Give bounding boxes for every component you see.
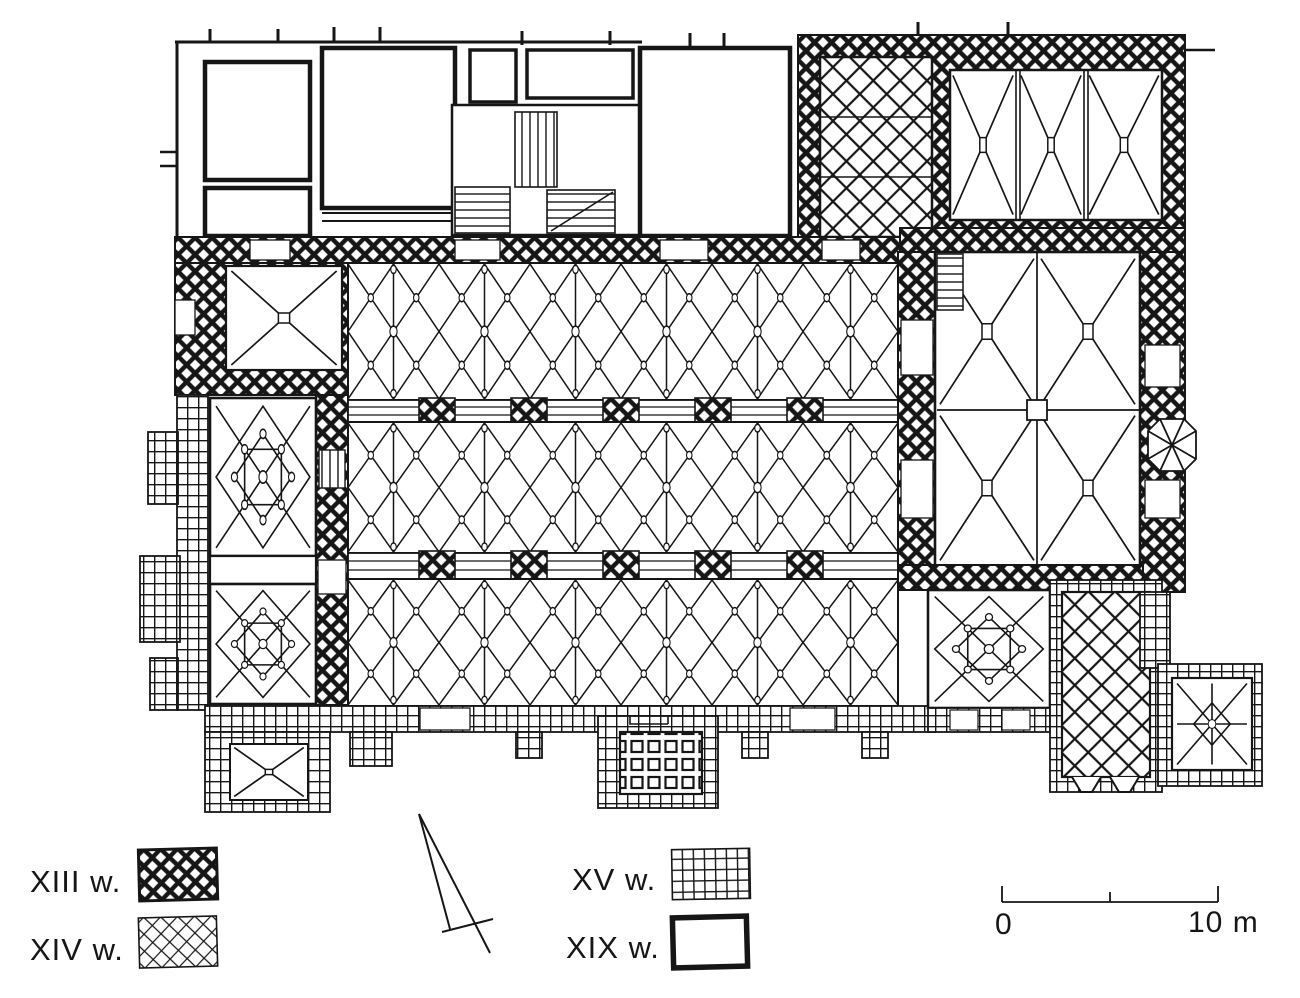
plan-chancel bbox=[899, 227, 1197, 593]
legend-label-xiv: XIV w. bbox=[30, 932, 124, 967]
plan-nave bbox=[347, 262, 899, 707]
legend-swatch-xix bbox=[669, 913, 751, 971]
southeast-net-vault-chapel bbox=[1060, 590, 1152, 779]
legend-swatch-xv bbox=[670, 847, 752, 901]
plan-south-wall-xv bbox=[204, 705, 936, 813]
tower-net-vault-room bbox=[818, 55, 934, 239]
legend-swatches bbox=[136, 846, 752, 971]
legend-label-xix: XIX w. bbox=[566, 930, 660, 965]
north-arrow bbox=[418, 813, 494, 954]
scale-bar bbox=[1001, 886, 1219, 903]
scale-start-label: 0 bbox=[995, 908, 1013, 941]
stair-turret bbox=[1147, 418, 1197, 472]
plan-chancel-arch-wall-xiii bbox=[897, 251, 937, 591]
plan-southeast-chapels bbox=[897, 564, 1263, 793]
south-aisle bbox=[347, 578, 899, 707]
scale-end-label: 10 m bbox=[1188, 906, 1259, 939]
legend-label-xiii: XIII w. bbox=[30, 864, 122, 899]
legend-label-xv: XV w. bbox=[572, 862, 657, 897]
plan-northeast-block-xiii bbox=[797, 34, 1215, 241]
north-aisle bbox=[347, 262, 899, 401]
plan-north-range-xix bbox=[160, 22, 1010, 239]
legend-swatch-xiv bbox=[137, 915, 219, 969]
plan-west-block bbox=[139, 262, 349, 711]
plan-north-wall-xiii bbox=[174, 236, 901, 264]
legend-swatch-xiii bbox=[136, 846, 220, 903]
central-nave bbox=[347, 421, 899, 554]
